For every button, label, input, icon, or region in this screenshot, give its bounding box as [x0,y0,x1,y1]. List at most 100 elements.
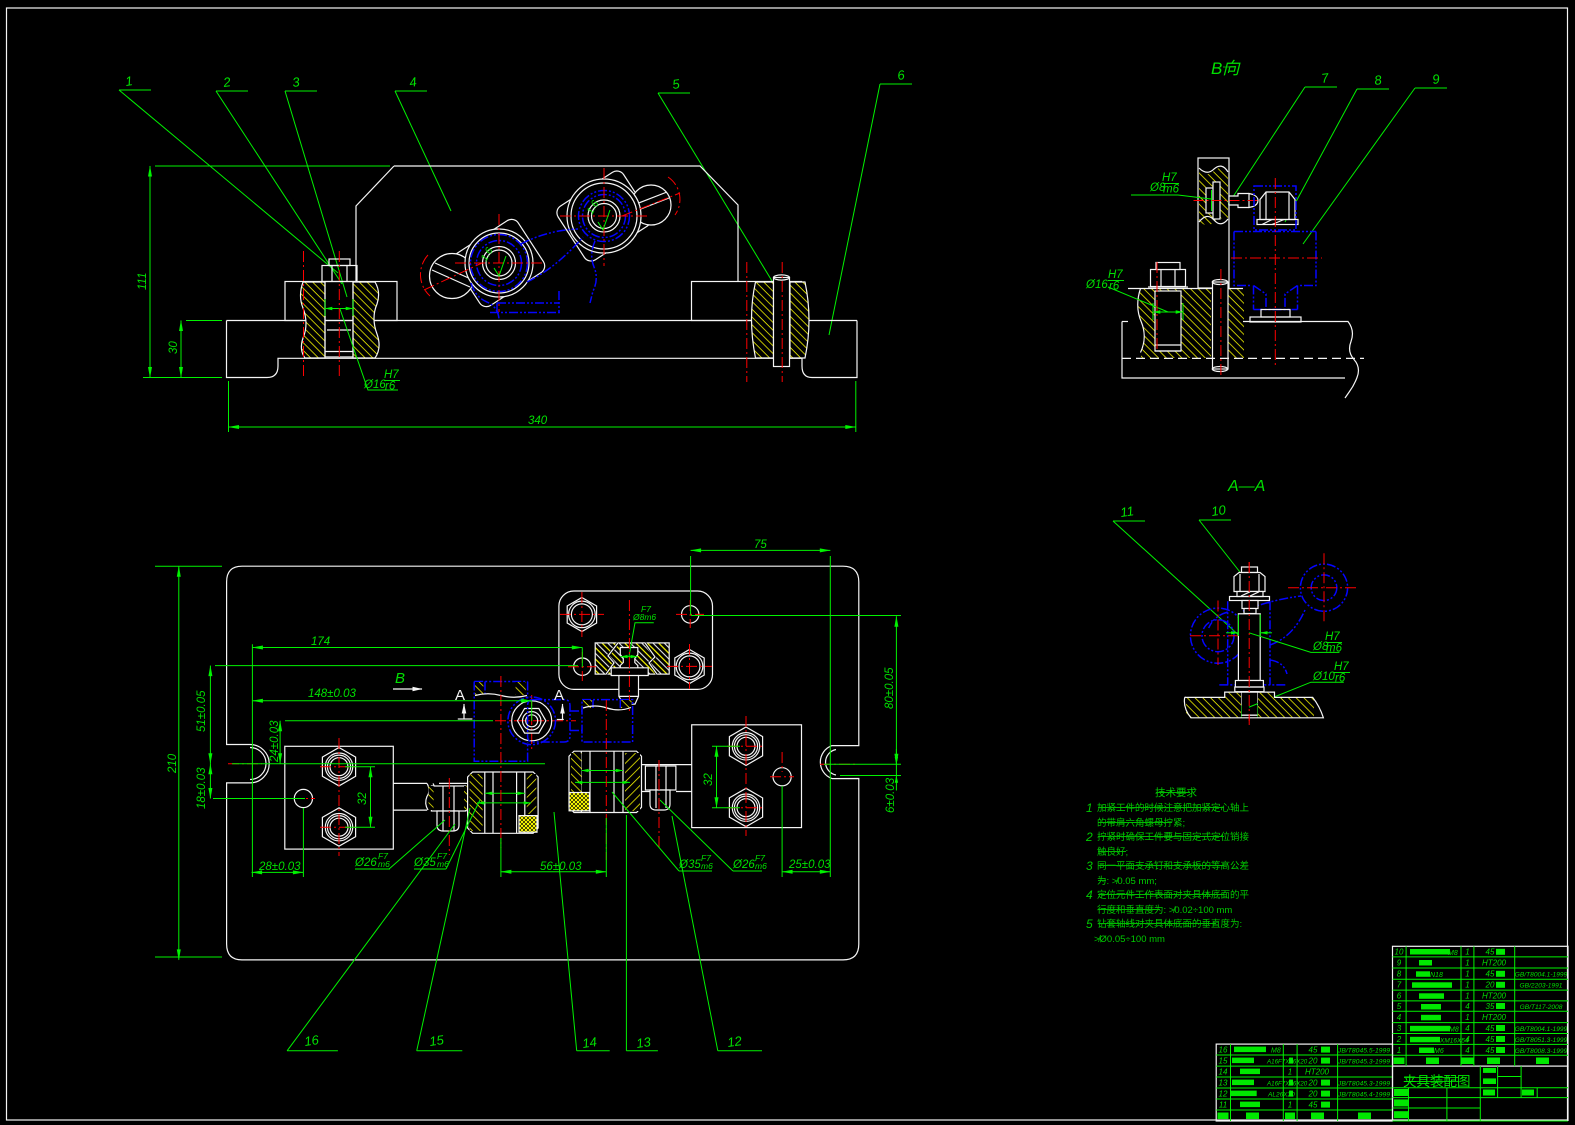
svg-text:Ø35: Ø35 [413,857,436,869]
svg-text:Ø8: Ø8 [1312,641,1329,653]
svg-text:1: 1 [1397,1046,1401,1055]
svg-text:4: 4 [1465,1002,1470,1011]
svg-text:m6: m6 [701,861,713,871]
svg-text:m6: m6 [1326,643,1343,655]
svg-text:F7: F7 [378,851,388,861]
svg-text:3: 3 [1086,859,1093,873]
svg-text:A: A [554,687,564,704]
svg-text:Ø26: Ø26 [354,857,377,869]
svg-text:45: 45 [1486,948,1495,957]
svg-text:m6: m6 [1163,184,1180,196]
svg-text:45: 45 [1486,1024,1495,1033]
svg-text:24±0.03: 24±0.03 [269,720,281,763]
svg-text:8: 8 [1373,72,1383,88]
svg-text:HT200: HT200 [1305,1068,1330,1077]
svg-text:1: 1 [1465,970,1469,979]
svg-text:触良好;: 触良好; [1097,846,1128,858]
svg-text:35: 35 [1486,1002,1495,1011]
svg-text:2: 2 [1085,830,1093,844]
svg-text:32: 32 [357,792,369,805]
svg-text:B向: B向 [1211,59,1241,78]
svg-text:Ø10: Ø10 [1312,671,1335,683]
svg-text:28±0.03: 28±0.03 [258,861,301,873]
svg-text:25±0.03: 25±0.03 [788,859,831,871]
svg-text:JB/T8045.3-1999: JB/T8045.3-1999 [1337,1059,1390,1066]
svg-text:80±0.05: 80±0.05 [884,667,896,709]
svg-text:F7: F7 [641,604,651,614]
svg-text:的带肩六角螺母拧紧;: 的带肩六角螺母拧紧; [1097,817,1185,829]
svg-text:GB/T117-2008: GB/T117-2008 [1520,1004,1563,1011]
svg-text:HT200: HT200 [1482,992,1507,1001]
svg-text:JB/T8045.3-1999: JB/T8045.3-1999 [1337,1081,1390,1088]
svg-text:XM16X54: XM16X54 [1439,1038,1469,1045]
svg-text:GB/2203-1991: GB/2203-1991 [1520,983,1563,990]
svg-text:GB/T8004.1-1999: GB/T8004.1-1999 [1515,972,1568,979]
svg-text:3: 3 [291,74,301,90]
svg-text:r6: r6 [1109,281,1120,293]
svg-text:m6: m6 [378,859,390,869]
svg-text:10: 10 [1210,502,1227,519]
svg-text:14: 14 [581,1034,597,1051]
svg-text:20: 20 [1485,981,1495,990]
svg-text:5: 5 [671,76,681,92]
svg-text:45: 45 [1486,970,1495,979]
svg-text:45: 45 [1486,1035,1495,1044]
svg-text:1: 1 [1465,948,1469,957]
svg-text:m6: m6 [755,861,767,871]
svg-text:2: 2 [221,74,232,90]
svg-text:15: 15 [1219,1057,1228,1066]
svg-text:20: 20 [1308,1057,1318,1066]
svg-text:18±0.03: 18±0.03 [196,767,208,809]
svg-text:13: 13 [635,1034,652,1051]
svg-text:A—A: A—A [1227,478,1265,495]
svg-text:Ø8: Ø8 [1149,182,1166,194]
svg-text:12: 12 [726,1033,743,1050]
svg-text:加紧工件的时候注意把加紧定心轴上: 加紧工件的时候注意把加紧定心轴上 [1097,802,1250,814]
svg-text:H7: H7 [1334,661,1349,673]
svg-text:11: 11 [1219,1101,1227,1110]
svg-text:210: 210 [167,753,179,774]
svg-text:45: 45 [1309,1101,1318,1110]
svg-text:10: 10 [1395,948,1404,957]
svg-text:M8: M8 [1448,950,1458,957]
svg-text:30: 30 [168,341,180,354]
svg-text:340: 340 [528,415,548,427]
svg-text:HT200: HT200 [1482,1013,1507,1022]
svg-text:1: 1 [1288,1068,1292,1077]
svg-text:148±0.03: 148±0.03 [308,688,356,700]
svg-text:3: 3 [1397,1024,1402,1033]
svg-text:M8: M8 [1449,1027,1459,1034]
svg-text:1: 1 [1086,801,1093,815]
svg-text:6: 6 [1397,992,1402,1001]
svg-text:A: A [455,687,465,704]
svg-text:M8: M8 [1271,1048,1281,1055]
svg-text:1: 1 [124,73,133,89]
svg-text:16: 16 [303,1032,320,1049]
svg-text:≯Ø0.05÷100 mm: ≯Ø0.05÷100 mm [1094,934,1165,945]
svg-text:HT200: HT200 [1482,959,1507,968]
svg-text:1: 1 [1465,992,1469,1001]
svg-text:m6: m6 [437,859,449,869]
svg-text:GB/T8008.3-1999: GB/T8008.3-1999 [1515,1048,1568,1055]
svg-text:4: 4 [408,74,417,90]
svg-text:F7: F7 [437,851,447,861]
svg-text:Ø16: Ø16 [1085,279,1108,291]
svg-text:A16F7X26X20: A16F7X26X20 [1266,1081,1308,1088]
svg-text:56±0.03: 56±0.03 [540,861,582,873]
svg-text:20: 20 [1308,1090,1318,1099]
svg-text:9: 9 [1397,959,1402,968]
svg-text:同一平面支承钉和支承板的等高公差: 同一平面支承钉和支承板的等高公差 [1097,860,1249,872]
svg-text:H7: H7 [1162,172,1177,184]
svg-text:111: 111 [137,273,149,290]
svg-text:20: 20 [1308,1079,1318,1088]
svg-text:4: 4 [1465,1035,1470,1044]
svg-text:6: 6 [896,67,906,83]
svg-text:4: 4 [1397,1013,1402,1022]
svg-text:45: 45 [1486,1046,1495,1055]
svg-text:1: 1 [1288,1101,1292,1110]
svg-text:夹具装配图: 夹具装配图 [1403,1074,1471,1089]
svg-text:为: ≯0.05 mm;: 为: ≯0.05 mm; [1097,875,1157,887]
svg-text:5: 5 [1397,1002,1402,1011]
svg-text:11: 11 [1119,503,1134,520]
svg-text:13: 13 [1219,1079,1228,1088]
